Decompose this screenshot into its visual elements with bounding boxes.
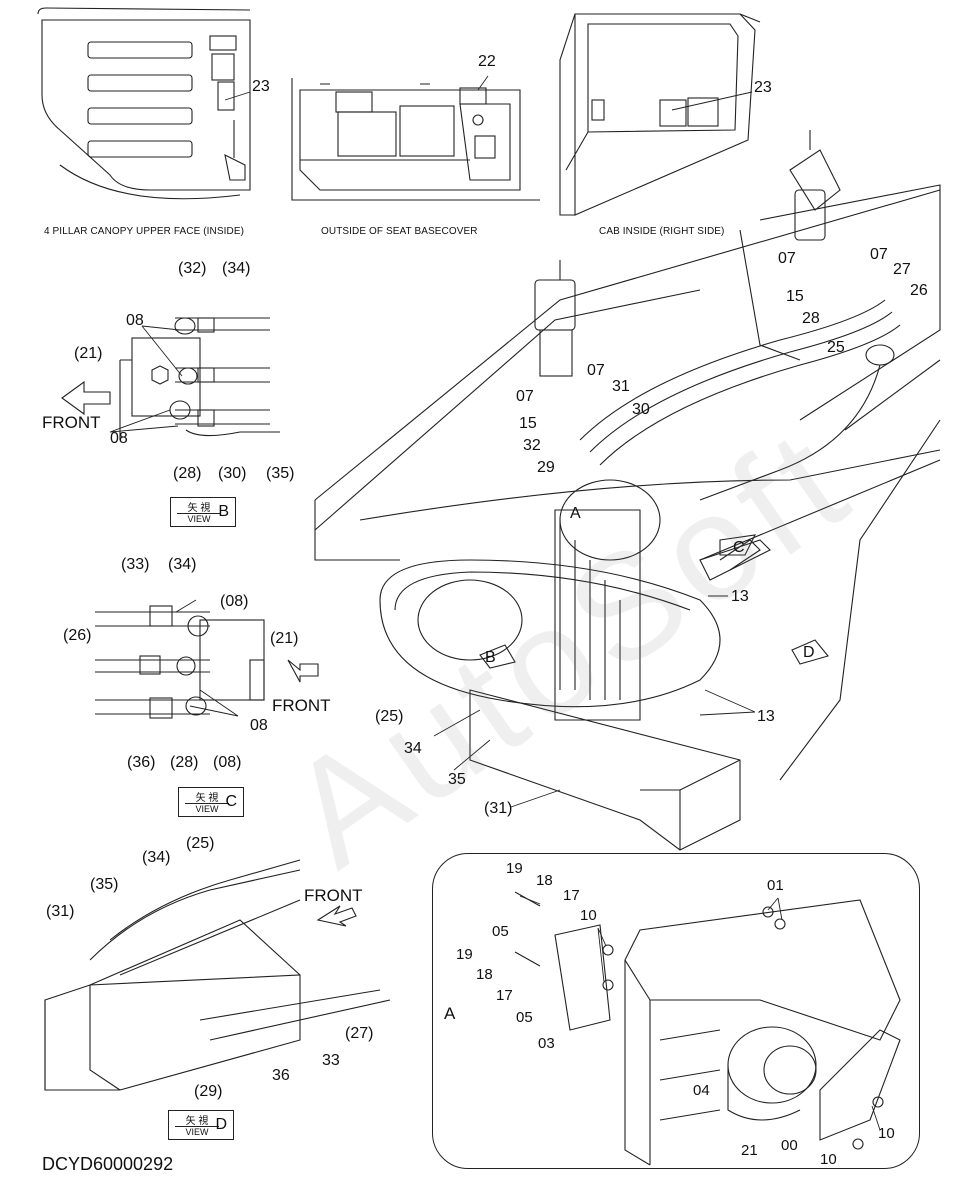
callout: 07 — [778, 250, 796, 267]
callout: 15 — [786, 288, 804, 305]
callout: 35 — [448, 771, 466, 788]
view-arrow-letter: C — [733, 539, 745, 556]
view-label: VIEW — [177, 513, 221, 524]
callout: 17 — [496, 987, 513, 1004]
callout: 31 — [612, 378, 630, 395]
callout: 21 — [741, 1142, 758, 1159]
callout: 17 — [563, 887, 580, 904]
front-label: FRONT — [304, 886, 363, 905]
view-label: VIEW — [175, 1126, 219, 1137]
callout: (34) — [168, 556, 197, 573]
callout: 29 — [537, 459, 555, 476]
callout: 00 — [781, 1137, 798, 1154]
callout: 18 — [476, 966, 493, 983]
callout: (35) — [266, 465, 295, 482]
callout: 08 — [110, 430, 128, 447]
callout-letter: A — [570, 505, 581, 522]
callout: 30 — [632, 401, 650, 418]
main-assembly-drawing — [314, 130, 941, 851]
callout: 10 — [820, 1151, 837, 1168]
callout: (21) — [74, 345, 103, 362]
front-label: FRONT — [42, 413, 101, 432]
detail-a-frame — [432, 853, 920, 1169]
view-d-drawing — [44, 859, 391, 1091]
view-b-tag: 矢 視 VIEW B — [170, 497, 236, 527]
callout: 28 — [802, 310, 820, 327]
view-letter: D — [215, 1116, 227, 1133]
detail-a-drawing — [514, 891, 901, 1166]
callout: (34) — [142, 849, 171, 866]
callout: (28) — [170, 754, 199, 771]
callout: (21) — [270, 630, 299, 647]
callout: (36) — [127, 754, 156, 771]
view-label: VIEW — [185, 803, 229, 814]
callout: 36 — [272, 1067, 290, 1084]
callout: (31) — [484, 800, 513, 817]
view-c-drawing — [95, 605, 319, 719]
view-arrow-letter: D — [803, 644, 815, 661]
view-arrow-letter: B — [485, 649, 496, 666]
callout: (28) — [173, 465, 202, 482]
callout: 07 — [587, 362, 605, 379]
seat-cover-drawing — [291, 78, 540, 201]
callout: (08) — [220, 593, 249, 610]
callout: 33 — [322, 1052, 340, 1069]
callout: (33) — [121, 556, 150, 573]
callout: 10 — [580, 907, 597, 924]
callout: (31) — [46, 903, 75, 920]
callout-23: 23 — [252, 78, 270, 95]
callout: 08 — [250, 717, 268, 734]
detail-letter: A — [444, 1004, 456, 1023]
callout: (27) — [345, 1025, 374, 1042]
callout: 05 — [516, 1009, 533, 1026]
callout: 34 — [404, 740, 422, 757]
view-letter: C — [225, 793, 237, 810]
callout-23: 23 — [754, 79, 772, 96]
callout: (35) — [90, 876, 119, 893]
callout: (34) — [222, 260, 251, 277]
callout: (08) — [213, 754, 242, 771]
callout: 18 — [536, 872, 553, 889]
callout: 07 — [516, 388, 534, 405]
view-jp-label: 矢 視 — [187, 503, 211, 514]
cab-caption: CAB INSIDE (RIGHT SIDE) — [599, 226, 725, 237]
view-c-tag: 矢 視 VIEW C — [178, 787, 244, 817]
callout: 08 — [126, 312, 144, 329]
seat-caption: OUTSIDE OF SEAT BASECOVER — [321, 226, 478, 237]
view-jp-label: 矢 視 — [195, 793, 219, 804]
callout: (25) — [186, 835, 215, 852]
callout: 27 — [893, 261, 911, 278]
callout: 15 — [519, 415, 537, 432]
callout: 10 — [878, 1125, 895, 1142]
callout: 03 — [538, 1035, 555, 1052]
document-id: DCYD60000292 — [42, 1154, 174, 1174]
callout: 07 — [870, 246, 888, 263]
callout: 19 — [456, 946, 473, 963]
callout: (29) — [194, 1083, 223, 1100]
callout: 19 — [506, 860, 523, 877]
callout: 13 — [731, 588, 749, 605]
callout-22: 22 — [478, 53, 496, 70]
view-jp-label: 矢 視 — [185, 1116, 209, 1127]
callout: 25 — [827, 339, 845, 356]
view-letter: B — [218, 503, 229, 520]
callout: 32 — [523, 437, 541, 454]
canopy-caption: 4 PILLAR CANOPY UPPER FACE (INSIDE) — [44, 226, 245, 237]
callout: (25) — [375, 708, 404, 725]
callout: 26 — [910, 282, 928, 299]
canopy-drawing — [37, 7, 251, 200]
callout: 04 — [693, 1082, 710, 1099]
callout: (26) — [63, 627, 92, 644]
callout: 05 — [492, 923, 509, 940]
callout: (32) — [178, 260, 207, 277]
view-d-tag: 矢 視 VIEW D — [168, 1110, 234, 1140]
view-b-drawing — [61, 317, 280, 440]
callout: 01 — [767, 877, 784, 894]
front-label: FRONT — [272, 696, 331, 715]
callout: 13 — [757, 708, 775, 725]
callout: (30) — [218, 465, 247, 482]
cab-drawing — [559, 13, 761, 216]
